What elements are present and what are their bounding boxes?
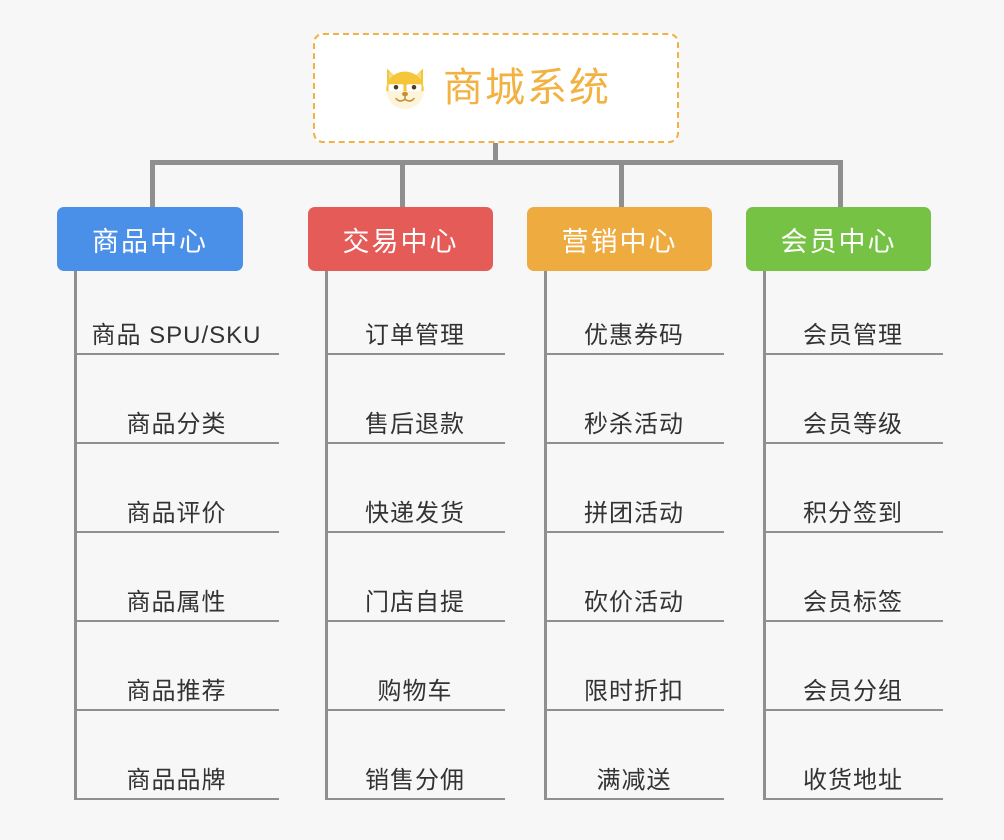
root-node-title: 商城系统	[443, 66, 611, 110]
leaf-item[interactable]: 购物车	[325, 627, 505, 711]
leaf-item-label: 商品品牌	[126, 767, 227, 795]
shiba-dog-face-icon	[386, 68, 424, 109]
category-box-member-center[interactable]: 会员中心	[746, 207, 931, 271]
connector-column-spine	[325, 271, 328, 800]
category-label: 商品中心	[92, 226, 208, 257]
leaf-item[interactable]: 会员分组	[763, 627, 943, 711]
leaf-item[interactable]: 会员管理	[763, 271, 943, 355]
leaf-item-label: 商品属性	[126, 589, 227, 617]
leaf-item[interactable]: 拼团活动	[544, 449, 724, 533]
leaf-item[interactable]: 商品推荐	[74, 627, 279, 711]
category-box-marketing-center[interactable]: 营销中心	[527, 207, 712, 271]
leaf-item-label: 快递发货	[365, 500, 465, 528]
leaf-item-label: 砍价活动	[584, 589, 684, 617]
leaf-item[interactable]: 门店自提	[325, 538, 505, 622]
leaf-item[interactable]: 优惠券码	[544, 271, 724, 355]
leaf-item[interactable]: 秒杀活动	[544, 360, 724, 444]
leaf-item[interactable]: 积分签到	[763, 449, 943, 533]
leaf-item-label: 会员分组	[803, 678, 903, 706]
leaf-item[interactable]: 商品评价	[74, 449, 279, 533]
leaf-item[interactable]: 快递发货	[325, 449, 505, 533]
connector-column-spine	[763, 271, 766, 800]
leaf-item[interactable]: 收货地址	[763, 716, 943, 800]
category-box-product-center[interactable]: 商品中心	[57, 207, 243, 271]
connector-drop-4	[838, 160, 843, 208]
leaf-item-label: 优惠券码	[584, 322, 684, 350]
leaf-item-label: 订单管理	[365, 322, 465, 350]
leaf-item[interactable]: 会员标签	[763, 538, 943, 622]
connector-root-stem	[493, 143, 498, 165]
leaf-item-label: 限时折扣	[584, 678, 684, 706]
leaf-column-trade-center: 订单管理售后退款快递发货门店自提购物车销售分佣	[325, 271, 505, 804]
leaf-item[interactable]: 满减送	[544, 716, 724, 800]
leaf-column-product-center: 商品 SPU/SKU 商品分类商品评价商品属性商品推荐商品品牌	[74, 271, 279, 804]
leaf-item[interactable]: 销售分佣	[325, 716, 505, 800]
leaf-item-label: 商品推荐	[126, 678, 227, 706]
leaf-item[interactable]: 售后退款	[325, 360, 505, 444]
leaf-item-label: 门店自提	[365, 589, 465, 617]
category-box-trade-center[interactable]: 交易中心	[308, 207, 493, 271]
leaf-item-label: 会员标签	[803, 589, 903, 617]
leaf-item-label: 会员等级	[803, 411, 903, 439]
leaf-item-label: 会员管理	[803, 322, 903, 350]
connector-horizontal-bar	[150, 160, 843, 165]
leaf-item-label: 收货地址	[803, 767, 903, 795]
leaf-item[interactable]: 商品 SPU/SKU	[74, 271, 279, 355]
connector-drop-1	[150, 160, 155, 208]
leaf-item-label: 拼团活动	[584, 500, 684, 528]
connector-column-spine	[544, 271, 547, 800]
leaf-column-marketing-center: 优惠券码秒杀活动拼团活动砍价活动限时折扣满减送	[544, 271, 724, 804]
leaf-item[interactable]: 会员等级	[763, 360, 943, 444]
leaf-item-label: 商品评价	[126, 500, 227, 528]
leaf-item-label: 积分签到	[803, 500, 903, 528]
connector-drop-3	[619, 160, 624, 208]
category-label: 会员中心	[780, 226, 897, 257]
leaf-item-label: 商品 SPU/SKU	[91, 322, 262, 350]
category-label: 交易中心	[342, 226, 459, 257]
leaf-item-label: 购物车	[377, 678, 453, 706]
root-node-mall-system[interactable]: 商城系统	[313, 33, 679, 143]
leaf-item[interactable]: 砍价活动	[544, 538, 724, 622]
connector-column-spine	[74, 271, 77, 800]
leaf-item[interactable]: 商品分类	[74, 360, 279, 444]
leaf-item-label: 满减送	[596, 767, 672, 795]
leaf-item-label: 秒杀活动	[584, 411, 684, 439]
leaf-item[interactable]: 商品品牌	[74, 716, 279, 800]
leaf-item[interactable]: 限时折扣	[544, 627, 724, 711]
connector-drop-2	[400, 160, 405, 208]
leaf-item-label: 销售分佣	[365, 767, 465, 795]
category-label: 营销中心	[561, 226, 678, 257]
leaf-item[interactable]: 商品属性	[74, 538, 279, 622]
leaf-column-member-center: 会员管理会员等级积分签到会员标签会员分组收货地址	[763, 271, 943, 804]
leaf-item-label: 商品分类	[126, 411, 227, 439]
leaf-item-label: 售后退款	[365, 411, 465, 439]
leaf-item[interactable]: 订单管理	[325, 271, 505, 355]
